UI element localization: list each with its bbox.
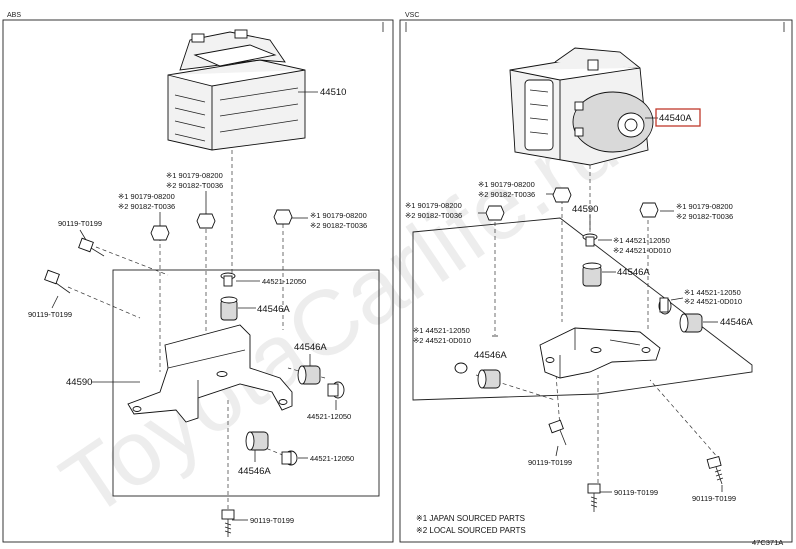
vsc-collar-1b[interactable]: ※2 44521-0D010 xyxy=(613,246,671,255)
abs-cushion-3[interactable] xyxy=(245,431,269,451)
abs-axis-line-6 xyxy=(67,286,141,319)
abs-collar-2[interactable] xyxy=(327,381,345,399)
abs-collar-3[interactable] xyxy=(281,450,298,466)
vsc-collar-2b[interactable]: ※2 44521-0D010 xyxy=(684,297,742,306)
vsc-bracket[interactable] xyxy=(539,327,661,379)
abs-axis-line-8 xyxy=(287,367,326,379)
vsc-nut-1[interactable] xyxy=(552,187,572,203)
abs-cushion-2[interactable] xyxy=(297,365,321,385)
vsc-nut-2[interactable] xyxy=(485,205,505,221)
vsc-small-collar[interactable] xyxy=(454,362,468,374)
vsc-bolt-label-1[interactable]: 90119-T0199 xyxy=(528,458,572,467)
leader-bolt-1 xyxy=(79,229,87,241)
abs-section-frame xyxy=(2,19,394,543)
vsc-note-1b[interactable]: ※2 90182-T0036 xyxy=(478,190,535,199)
vsc-note-3a[interactable]: ※1 90179-08200 xyxy=(676,202,733,211)
vsc-section-frame xyxy=(399,19,793,543)
vsc-cushion-2[interactable] xyxy=(679,313,703,333)
vsc-cushion-label-1[interactable]: 44546A xyxy=(617,267,650,278)
abs-collar-label-1[interactable]: 44521-12050 xyxy=(262,277,306,286)
vsc-collar-2[interactable] xyxy=(658,297,672,315)
abs-collar-1[interactable] xyxy=(220,272,236,287)
vsc-collar-1[interactable] xyxy=(582,233,598,247)
abs-bracket[interactable] xyxy=(127,324,293,423)
vsc-cushion-label-3[interactable]: 44546A xyxy=(474,350,507,361)
vsc-bolt-3[interactable] xyxy=(706,456,724,485)
vsc-bolt-2[interactable] xyxy=(587,483,601,512)
abs-bracket-frame xyxy=(112,269,380,497)
vsc-note-1a[interactable]: ※1 90179-08200 xyxy=(478,180,535,189)
vsc-bolt-label-2[interactable]: 90119-T0199 xyxy=(614,488,658,497)
abs-collar-label-2[interactable]: 44521-12050 xyxy=(307,412,351,421)
abs-note-1b[interactable]: ※2 90182-T0036 xyxy=(166,181,223,190)
leader-bolt-2 xyxy=(51,295,59,309)
abs-bolt-3[interactable] xyxy=(221,509,235,537)
leader-vsc-collar-2 xyxy=(670,297,684,301)
vsc-actuator[interactable] xyxy=(509,47,654,166)
abs-cushion-label-2[interactable]: 44546A xyxy=(294,342,327,353)
footnote-local-sourced: ※2 LOCAL SOURCED PARTS xyxy=(416,526,526,535)
abs-bolt-label-3[interactable]: 90119-T0199 xyxy=(250,516,294,525)
vsc-bolt-1[interactable] xyxy=(548,419,567,446)
vsc-nut-3[interactable] xyxy=(639,202,659,218)
watermark: ToyotaCarlife.ru xyxy=(44,92,635,537)
vsc-cushion-3[interactable] xyxy=(477,369,501,389)
abs-nut-1[interactable] xyxy=(196,213,216,229)
abs-note-3b[interactable]: ※2 90182-T0036 xyxy=(310,221,367,230)
vsc-note-2a[interactable]: ※1 90179-08200 xyxy=(405,201,462,210)
part-number-44510[interactable]: 44510 xyxy=(320,87,346,98)
abs-bolt-1[interactable] xyxy=(78,237,105,257)
abs-actuator[interactable] xyxy=(167,29,306,151)
vsc-collar-3a[interactable]: ※1 44521-12050 xyxy=(413,326,470,335)
vsc-note-3b[interactable]: ※2 90182-T0036 xyxy=(676,212,733,221)
vsc-cushion-1[interactable] xyxy=(582,262,602,287)
vsc-collar-1a[interactable]: ※1 44521-12050 xyxy=(613,236,670,245)
part-number-44540a[interactable]: 44540A xyxy=(659,113,692,124)
vsc-collar-2a[interactable]: ※1 44521-12050 xyxy=(684,288,741,297)
abs-note-1a[interactable]: ※1 90179-08200 xyxy=(166,171,223,180)
vsc-axis-line-8 xyxy=(649,379,721,461)
vsc-collar-3b[interactable]: ※2 44521-0D010 xyxy=(413,336,471,345)
abs-axis-line-5 xyxy=(95,246,169,276)
abs-bolt-2[interactable] xyxy=(44,269,71,294)
vsc-bracket-frame xyxy=(412,217,753,401)
footnote-japan-sourced: ※1 JAPAN SOURCED PARTS xyxy=(416,514,525,523)
abs-bracket-label[interactable]: 44590 xyxy=(66,377,92,388)
abs-note-3a[interactable]: ※1 90179-08200 xyxy=(310,211,367,220)
abs-section-label: ABS xyxy=(7,12,21,19)
vsc-bracket-label[interactable]: 44590 xyxy=(572,204,598,215)
abs-bolt-label-1[interactable]: 90119-T0199 xyxy=(58,219,102,228)
vsc-cushion-label-2[interactable]: 44546A xyxy=(720,317,753,328)
figure-id: 47C371A xyxy=(752,538,783,547)
abs-cushion-1[interactable] xyxy=(220,296,238,321)
vsc-note-2b[interactable]: ※2 90182-T0036 xyxy=(405,211,462,220)
abs-note-2b[interactable]: ※2 90182-T0036 xyxy=(118,202,175,211)
vsc-bolt-label-3[interactable]: 90119-T0199 xyxy=(692,494,736,503)
vsc-section-label: VSC xyxy=(405,12,419,19)
abs-bolt-label-2[interactable]: 90119-T0199 xyxy=(28,310,72,319)
highlight-44540a xyxy=(655,108,701,127)
abs-note-2a[interactable]: ※1 90179-08200 xyxy=(118,192,175,201)
abs-cushion-label-1[interactable]: 44546A xyxy=(257,304,290,315)
abs-nut-3[interactable] xyxy=(273,209,293,225)
leader-vsc-bolt-1 xyxy=(555,445,559,457)
abs-nut-2[interactable] xyxy=(150,225,170,241)
abs-collar-label-3[interactable]: 44521-12050 xyxy=(310,454,354,463)
abs-cushion-label-3[interactable]: 44546A xyxy=(238,466,271,477)
